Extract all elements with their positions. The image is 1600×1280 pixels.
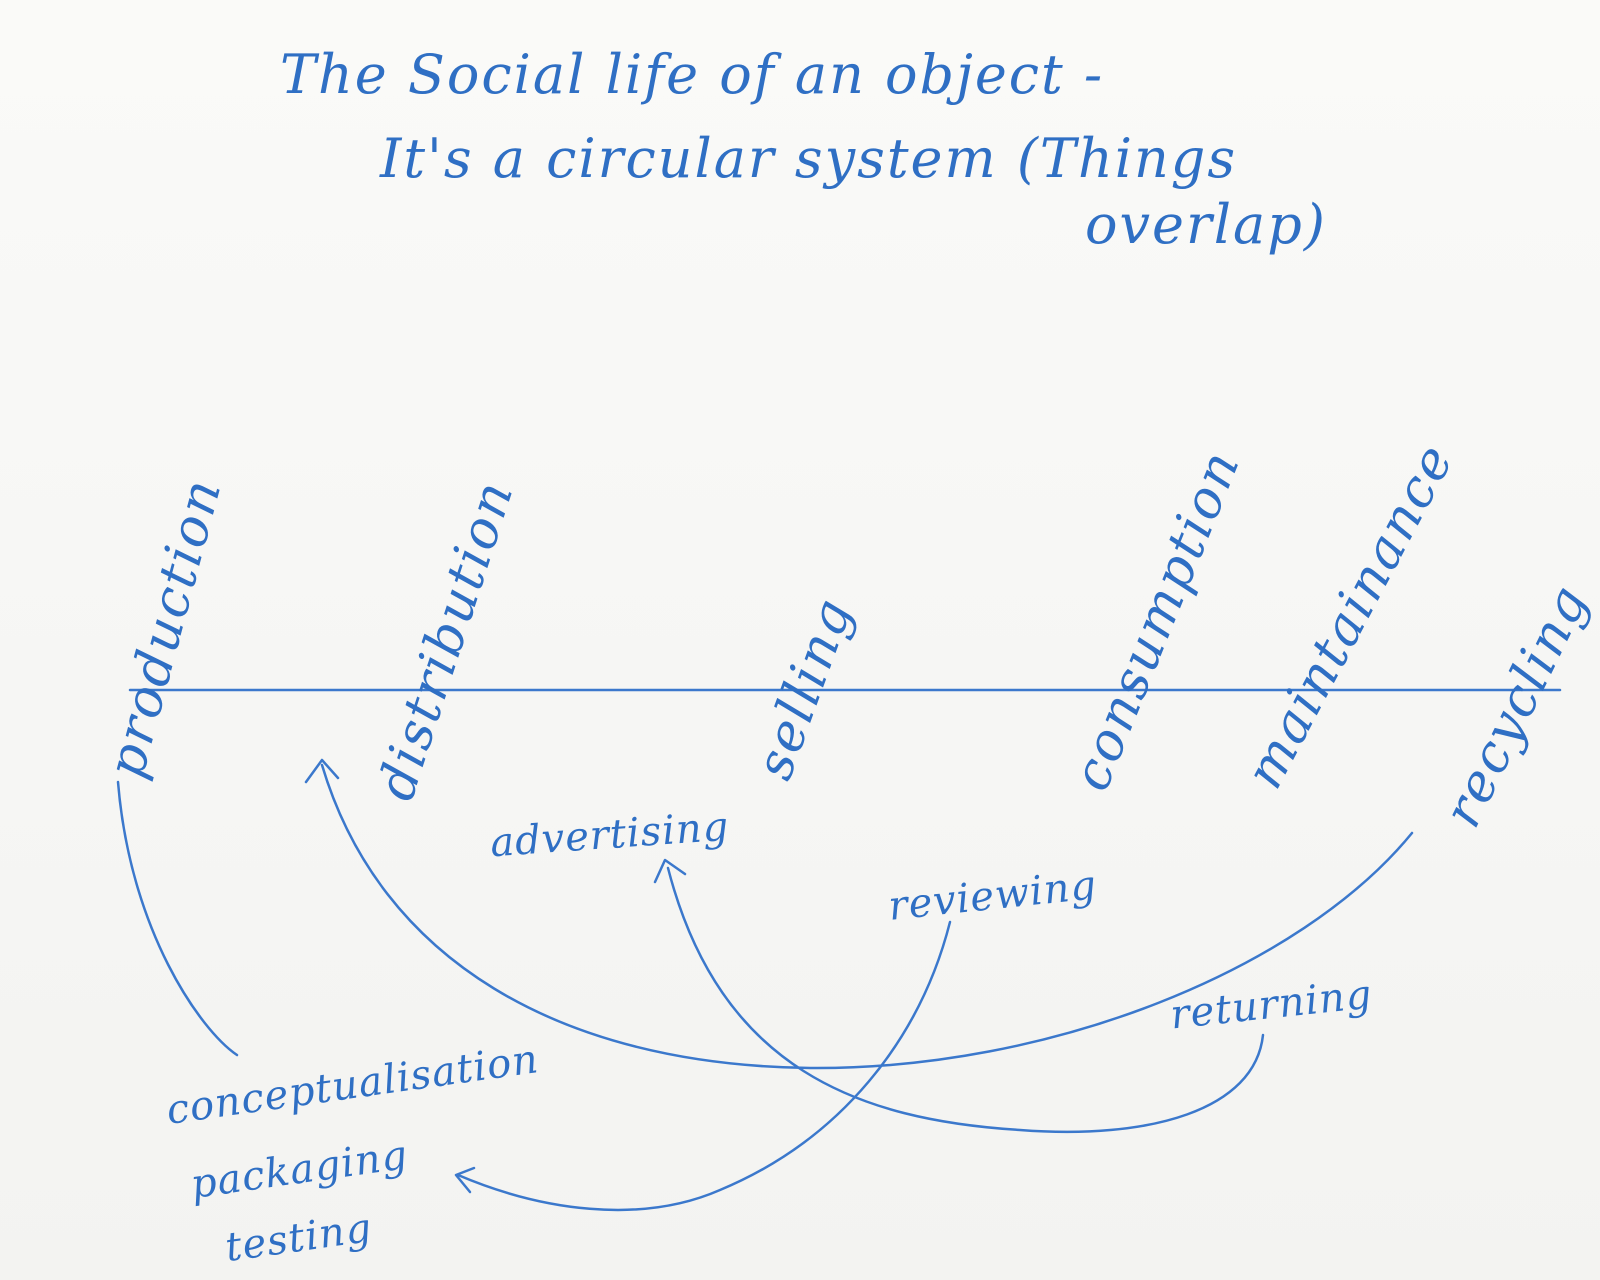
- connector-recycling-to-distribution: [320, 763, 1414, 1070]
- diagram-title-line-1: The Social life of an object -: [280, 43, 1105, 106]
- connector-conceptualisation-to-production: [116, 780, 239, 1057]
- arrowhead-distribution: [304, 758, 340, 784]
- diagram-title-line-3: overlap): [1085, 193, 1327, 256]
- connector-reviewing-to-packaging: [456, 920, 952, 1212]
- arrowhead-packaging: [454, 1166, 476, 1194]
- diagram-title-line-2: It's a circular system (Things: [380, 127, 1238, 190]
- arrowhead-advertising: [653, 858, 687, 884]
- connector-returning-to-advertising: [666, 866, 1265, 1134]
